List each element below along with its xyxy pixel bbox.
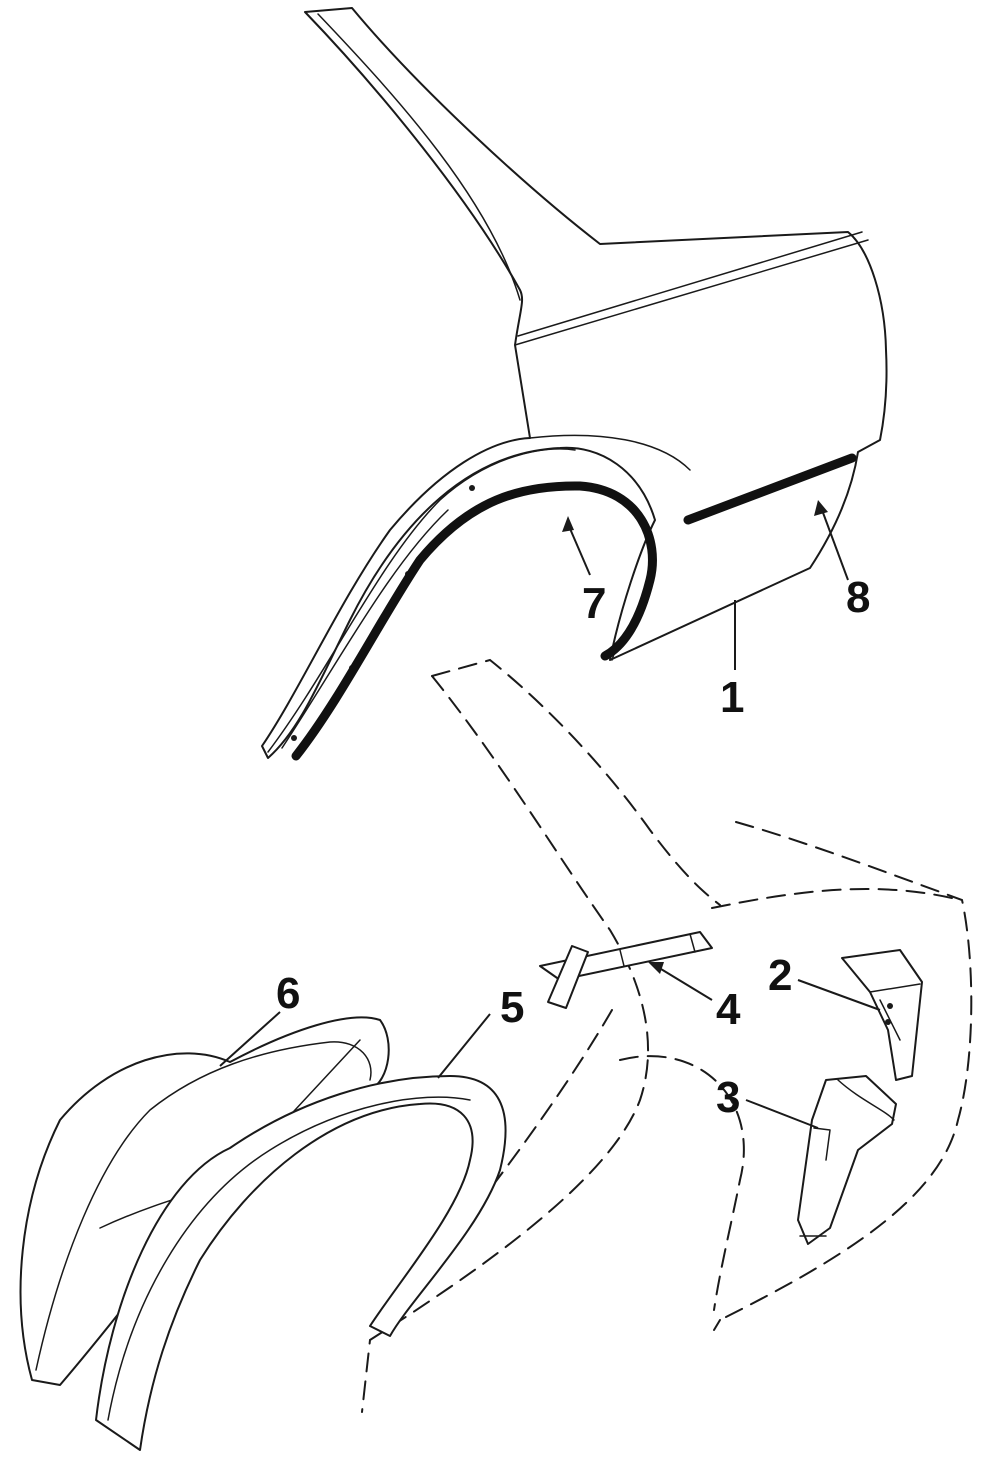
callout-7: 7 — [582, 579, 606, 628]
reference-outline — [361, 658, 973, 1413]
callout-8: 8 — [846, 573, 870, 622]
callout-4: 4 — [716, 985, 741, 1034]
upper-filler — [841, 949, 923, 1081]
callout-5: 5 — [500, 983, 524, 1032]
lower-filler — [797, 1075, 897, 1245]
rocker-molding — [683, 453, 857, 525]
callout-3: 3 — [716, 1073, 740, 1122]
quarter-panel — [261, 7, 888, 759]
callout-2: 2 — [768, 951, 792, 1000]
quarter-bracket — [539, 931, 713, 1009]
wheel-opening-molding — [291, 481, 657, 761]
inner-wheelhouse — [95, 1075, 507, 1451]
leader-lines — [219, 500, 881, 1129]
callout-6: 6 — [276, 969, 300, 1018]
callout-1: 1 — [720, 673, 744, 722]
